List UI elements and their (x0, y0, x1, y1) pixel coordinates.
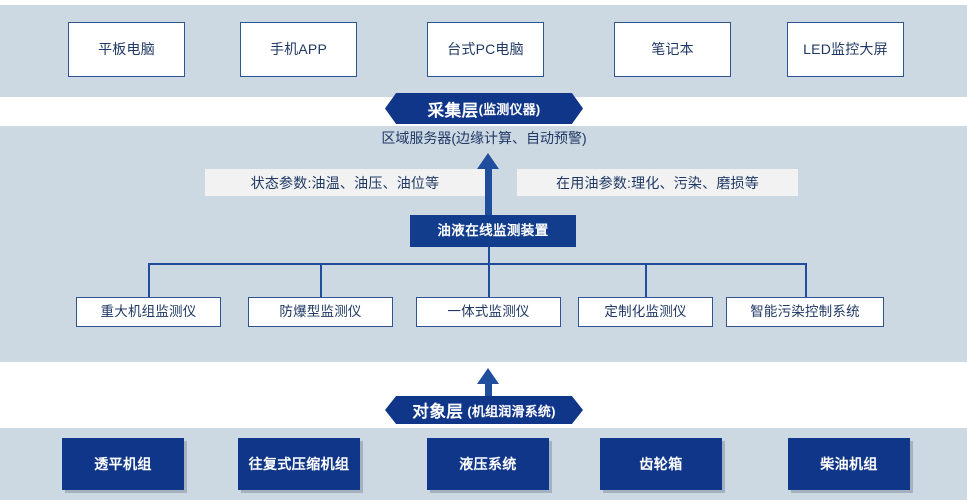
param-label-inuse-oil: 在用油参数:理化、污染、磨损等 (517, 169, 798, 196)
arrow-head-device-to-server (477, 153, 499, 169)
connector-drop-5 (805, 263, 807, 297)
object-box-hydraulic-system[interactable]: 液压系统 (427, 438, 549, 490)
connector-drop-2 (320, 263, 322, 297)
collection-layer-banner-sub: (监测仪器) (478, 102, 541, 117)
object-layer-banner-title: 对象层 (412, 403, 464, 421)
connector-device-stub (488, 247, 490, 264)
arrow-shaft-object-to-collection (485, 383, 492, 399)
regional-server-label: 区域服务器(边缘计算、自动预警) (381, 130, 587, 146)
monitor-box-explosion-proof[interactable]: 防爆型监测仪 (248, 297, 393, 327)
collection-layer-banner-title: 采集层 (427, 101, 479, 120)
display-box-desktop-pc[interactable]: 台式PC电脑 (427, 22, 544, 77)
arrow-shaft-device-to-server (485, 168, 492, 218)
display-box-tablet[interactable]: 平板电脑 (68, 22, 185, 77)
connector-drop-1 (148, 263, 150, 297)
param-label-status: 状态参数:油温、油压、油位等 (205, 169, 485, 196)
object-box-turbine-unit[interactable]: 透平机组 (62, 438, 184, 490)
monitor-box-integrated[interactable]: 一体式监测仪 (416, 297, 561, 327)
connector-drop-3 (488, 263, 490, 297)
object-box-reciprocating-compressor[interactable]: 往复式压缩机组 (238, 438, 360, 490)
monitor-box-major-unit[interactable]: 重大机组监测仪 (76, 297, 221, 327)
collection-layer-banner[interactable]: 采集层 (监测仪器) (385, 93, 583, 124)
display-box-mobile-app[interactable]: 手机APP (240, 22, 357, 77)
monitor-box-smart-contamination-control[interactable]: 智能污染控制系统 (726, 297, 884, 327)
object-box-gearbox[interactable]: 齿轮箱 (600, 438, 722, 490)
display-box-led-screen[interactable]: LED监控大屏 (787, 22, 904, 77)
object-layer-banner-sub: (机组润滑系统) (467, 403, 556, 419)
monitor-box-customized[interactable]: 定制化监测仪 (578, 297, 713, 327)
connector-bus (148, 263, 807, 265)
object-layer-banner[interactable]: 对象层 (机组润滑系统) (385, 396, 583, 424)
connector-drop-4 (645, 263, 647, 297)
display-box-notebook[interactable]: 笔记本 (614, 22, 731, 77)
arrow-head-object-to-collection (477, 368, 499, 384)
online-monitoring-device-box[interactable]: 油液在线监测装置 (410, 215, 576, 247)
object-box-diesel-unit[interactable]: 柴油机组 (788, 438, 910, 490)
